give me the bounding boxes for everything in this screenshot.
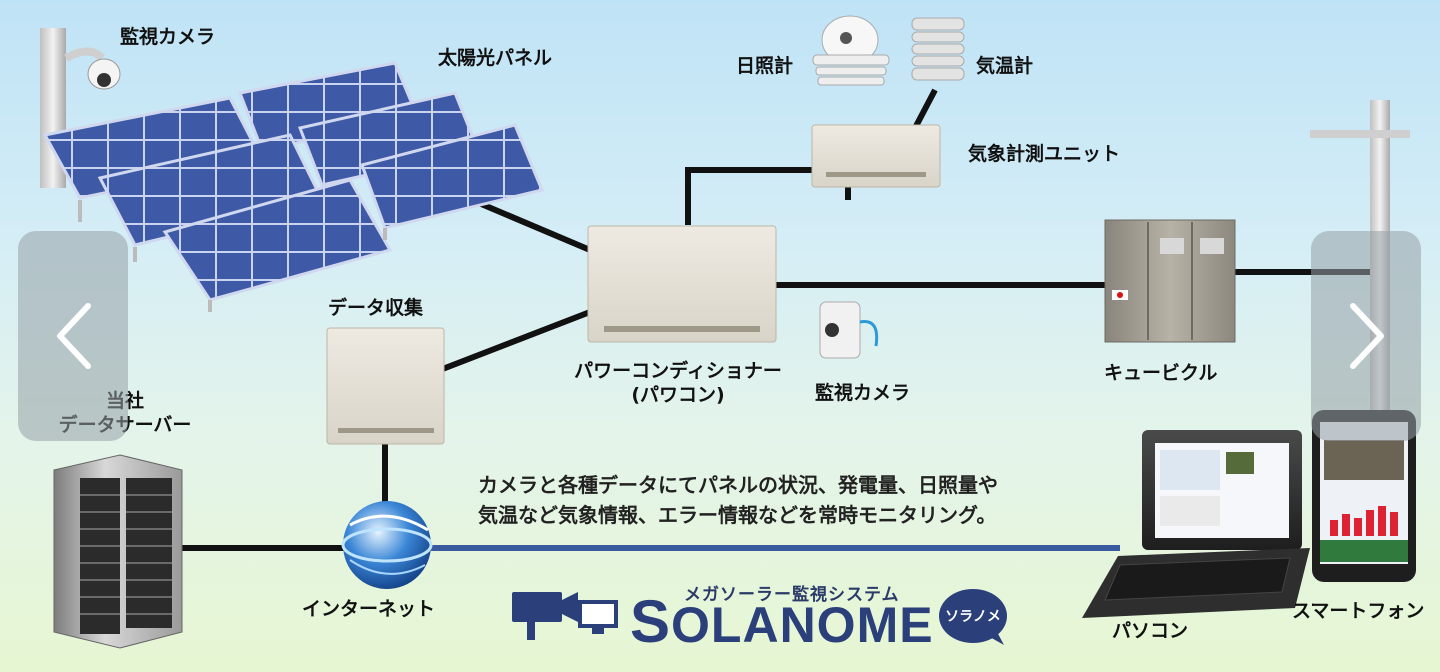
caption-line2: 気温など気象情報、エラー情報などを常時モニタリング。 — [478, 503, 997, 527]
pyranometer-device — [812, 15, 890, 86]
chevron-left-icon — [57, 303, 91, 369]
carousel-prev-button[interactable] — [18, 231, 128, 441]
smartphone-device — [1312, 410, 1416, 582]
laptop-device — [1082, 430, 1310, 618]
thermometer-device — [911, 17, 965, 81]
label-internet: インターネット — [302, 598, 436, 620]
label-solar-panel: 太陽光パネル — [438, 47, 553, 69]
label-power-conditioner-line2: (パワコン) — [631, 383, 725, 406]
label-cubicle: キュービクル — [1104, 362, 1218, 384]
solar-panel-array — [42, 61, 545, 312]
label-pyranometer: 日照計 — [736, 55, 794, 77]
power-conditioner-box — [587, 225, 777, 343]
label-camera-mid: 監視カメラ — [815, 382, 911, 404]
monitoring-caption: カメラと各種データにてパネルの状況、発電量、日照量や 気温など気象情報、エラー情… — [478, 470, 1098, 530]
label-weather-unit: 気象計測ユニット — [968, 143, 1121, 165]
label-power-conditioner: パワーコンディショナー (パワコン) — [548, 360, 808, 408]
logo-bubble-text: ソラノメ — [945, 609, 1001, 625]
thermometer-line — [912, 88, 938, 130]
data-collector-box — [326, 327, 445, 445]
collector-to-pcs-line — [438, 309, 592, 373]
label-smartphone: スマートフォン — [1292, 600, 1425, 622]
label-camera-top: 監視カメラ — [120, 26, 216, 48]
internet-globe-icon — [341, 501, 433, 589]
pcs-to-weather-line — [685, 167, 812, 225]
connection-lines — [180, 88, 1380, 551]
logo-speech-bubble — [939, 589, 1007, 645]
label-power-conditioner-line1: パワーコンディショナー — [574, 360, 782, 382]
solanome-logo-icon — [512, 592, 618, 640]
camera-device-mid — [819, 301, 879, 359]
cubicle-cabinet — [1104, 219, 1236, 343]
caption-line1: カメラと各種データにてパネルの状況、発電量、日照量や — [478, 473, 998, 497]
logo-wordmark: SOLANOME — [630, 592, 934, 652]
logo-first-letter: S — [630, 588, 672, 655]
label-data-collect: データ収集 — [328, 297, 424, 319]
weather-unit-box — [811, 124, 941, 188]
server-rack — [53, 454, 183, 649]
logo-rest: OLANOME — [671, 597, 934, 653]
label-pc: パソコン — [1112, 620, 1189, 642]
carousel-next-button[interactable] — [1311, 231, 1421, 441]
logo-tagline: メガソーラー監視システム — [684, 585, 900, 605]
chevron-right-icon — [1350, 303, 1384, 369]
label-thermometer: 気温計 — [976, 55, 1034, 77]
